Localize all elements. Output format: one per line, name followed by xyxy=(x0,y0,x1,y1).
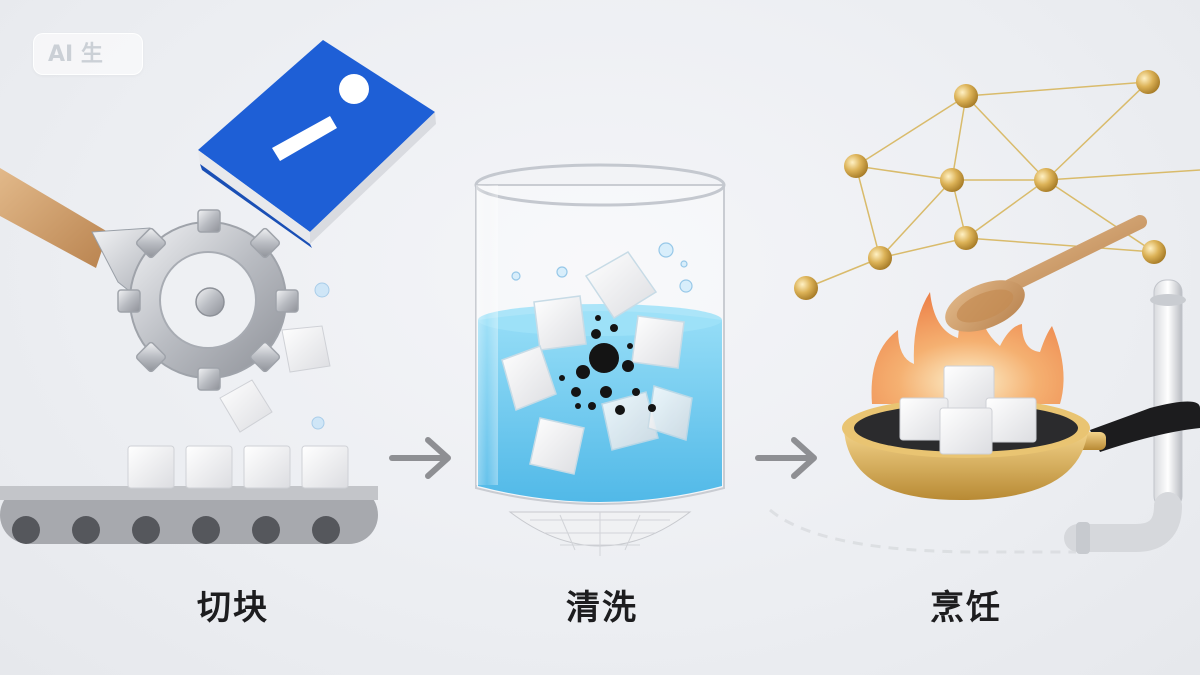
gear-icon xyxy=(117,209,299,391)
washing-cubes xyxy=(501,251,693,475)
info-book-icon xyxy=(198,40,436,248)
cooking-cubes xyxy=(899,365,1037,455)
wooden-spoon-icon xyxy=(945,215,1147,332)
stage-label-cut: 切块 xyxy=(197,588,269,628)
flow-arrow-2 xyxy=(755,437,817,479)
falling-cubes xyxy=(219,282,331,433)
ai-generated-badge: AI 生 xyxy=(33,33,143,75)
molecule-network-icon xyxy=(794,70,1200,300)
cutting-stage xyxy=(0,40,436,544)
stage-label-cook: 烹饪 xyxy=(930,588,1002,628)
bubbles xyxy=(511,242,693,293)
pipe-icon xyxy=(769,279,1186,554)
conveyor-belt-icon xyxy=(0,445,378,544)
stage-label-wash: 清洗 xyxy=(566,588,638,628)
cooking-stage xyxy=(769,70,1200,554)
washing-stage xyxy=(474,163,726,556)
flame-icon xyxy=(871,292,1064,404)
flow-arrow-1 xyxy=(389,437,451,479)
dirt-particles xyxy=(559,315,656,415)
strainer-icon xyxy=(508,511,692,556)
